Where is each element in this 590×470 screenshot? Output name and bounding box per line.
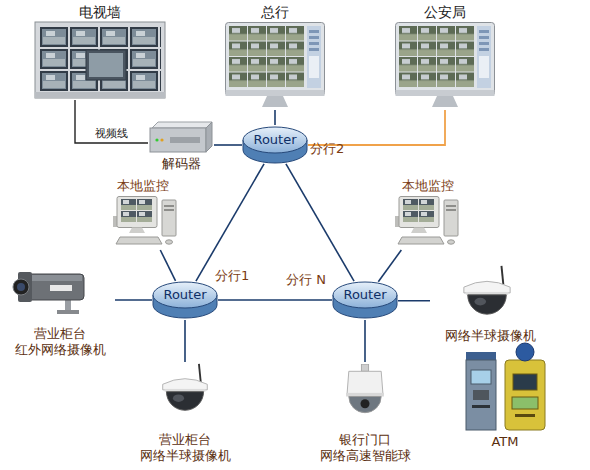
atm: ATM xyxy=(455,348,555,450)
atm-body xyxy=(505,360,545,430)
router: Router分行2 xyxy=(242,125,308,165)
dome-camera-picture xyxy=(163,364,208,410)
network-link xyxy=(378,250,401,282)
infrared-camera: 营业柜台 红外网络摄像机 xyxy=(5,262,115,358)
caption: 公安局 xyxy=(424,4,466,20)
tv-wall-frame xyxy=(35,22,165,98)
monitor-station: 公安局 xyxy=(392,4,498,110)
tv-wall-screens xyxy=(39,26,161,92)
network-link xyxy=(160,250,175,281)
decoder-top xyxy=(152,122,212,128)
caption: 营业柜台 红外网络摄像机 xyxy=(5,326,115,358)
atm-screen xyxy=(471,370,491,384)
dome-camera: 网络半球摄像机 xyxy=(430,262,550,344)
head-office-monitor xyxy=(226,23,325,108)
network-link xyxy=(286,164,354,281)
caption: 电视墙 xyxy=(79,4,121,20)
edge-label: 视频线 xyxy=(95,126,128,141)
dome-camera-picture xyxy=(464,266,510,314)
caption: 银行门口 网络高速智能球 xyxy=(298,432,432,464)
network-link xyxy=(196,164,264,281)
speed-dome: 银行门口 网络高速智能球 xyxy=(298,362,432,464)
atm-screen xyxy=(513,374,537,390)
local-monitor-pc xyxy=(395,197,458,245)
router: Router分行 N xyxy=(332,280,398,320)
atm-slot xyxy=(515,414,535,417)
atm-sign xyxy=(466,352,496,360)
atm-picture xyxy=(466,343,545,430)
caption: 本地监控 xyxy=(117,178,169,194)
caption: 本地监控 xyxy=(402,178,454,194)
network-link xyxy=(218,299,332,301)
network-link xyxy=(398,300,430,302)
network-link xyxy=(214,144,242,146)
atm-body xyxy=(466,360,496,430)
atm-slot xyxy=(472,405,490,408)
tv-wall-main-screen xyxy=(86,50,126,80)
caption: 解码器 xyxy=(162,156,201,172)
decoder-side xyxy=(206,122,212,152)
router: Router分行1 xyxy=(152,280,218,320)
atm-keypad xyxy=(473,390,489,400)
tv-wall: 电视墙 xyxy=(35,4,165,100)
network-link xyxy=(364,320,366,362)
decoder-picture xyxy=(150,122,212,152)
branch-label: 分行 N xyxy=(286,272,326,288)
caption: 营业柜台 网络半球摄像机 xyxy=(120,432,250,464)
router-top xyxy=(333,282,397,308)
router-label: Router xyxy=(242,129,308,151)
local-monitor: 本地监控 xyxy=(390,178,465,250)
decoder-front xyxy=(150,128,206,152)
atm-panel xyxy=(512,397,538,409)
local-monitor: 本地监控 xyxy=(105,178,180,250)
network-link xyxy=(184,320,186,362)
decoder: 解码器 xyxy=(148,118,214,172)
router-label: Router xyxy=(332,284,398,306)
caption: ATM xyxy=(491,434,518,450)
monitor-station: 总行 xyxy=(222,4,328,110)
decoder-panel xyxy=(170,137,200,143)
caption: 总行 xyxy=(261,4,289,20)
local-monitor-pc xyxy=(113,197,176,245)
infrared-camera xyxy=(13,272,84,314)
router-top xyxy=(243,127,307,153)
decoder-led xyxy=(160,138,163,141)
caption: 网络半球摄像机 xyxy=(445,328,536,344)
dome-camera: 营业柜台 网络半球摄像机 xyxy=(120,362,250,464)
tv-wall-base xyxy=(35,92,165,98)
network-link xyxy=(115,299,152,301)
network-link xyxy=(274,110,276,125)
network-link xyxy=(75,100,148,143)
atm-sign xyxy=(516,343,534,361)
speed-dome-picture xyxy=(346,364,384,413)
tv-wall-main-image xyxy=(89,53,123,77)
router-top xyxy=(153,282,217,308)
police-monitor xyxy=(396,23,495,108)
decoder-led xyxy=(155,138,158,141)
router-label: Router xyxy=(152,284,218,306)
tv-wall-picture xyxy=(35,22,165,98)
branch-label: 分行2 xyxy=(310,141,344,157)
branch-label: 分行1 xyxy=(215,268,249,284)
network-link xyxy=(308,110,445,145)
